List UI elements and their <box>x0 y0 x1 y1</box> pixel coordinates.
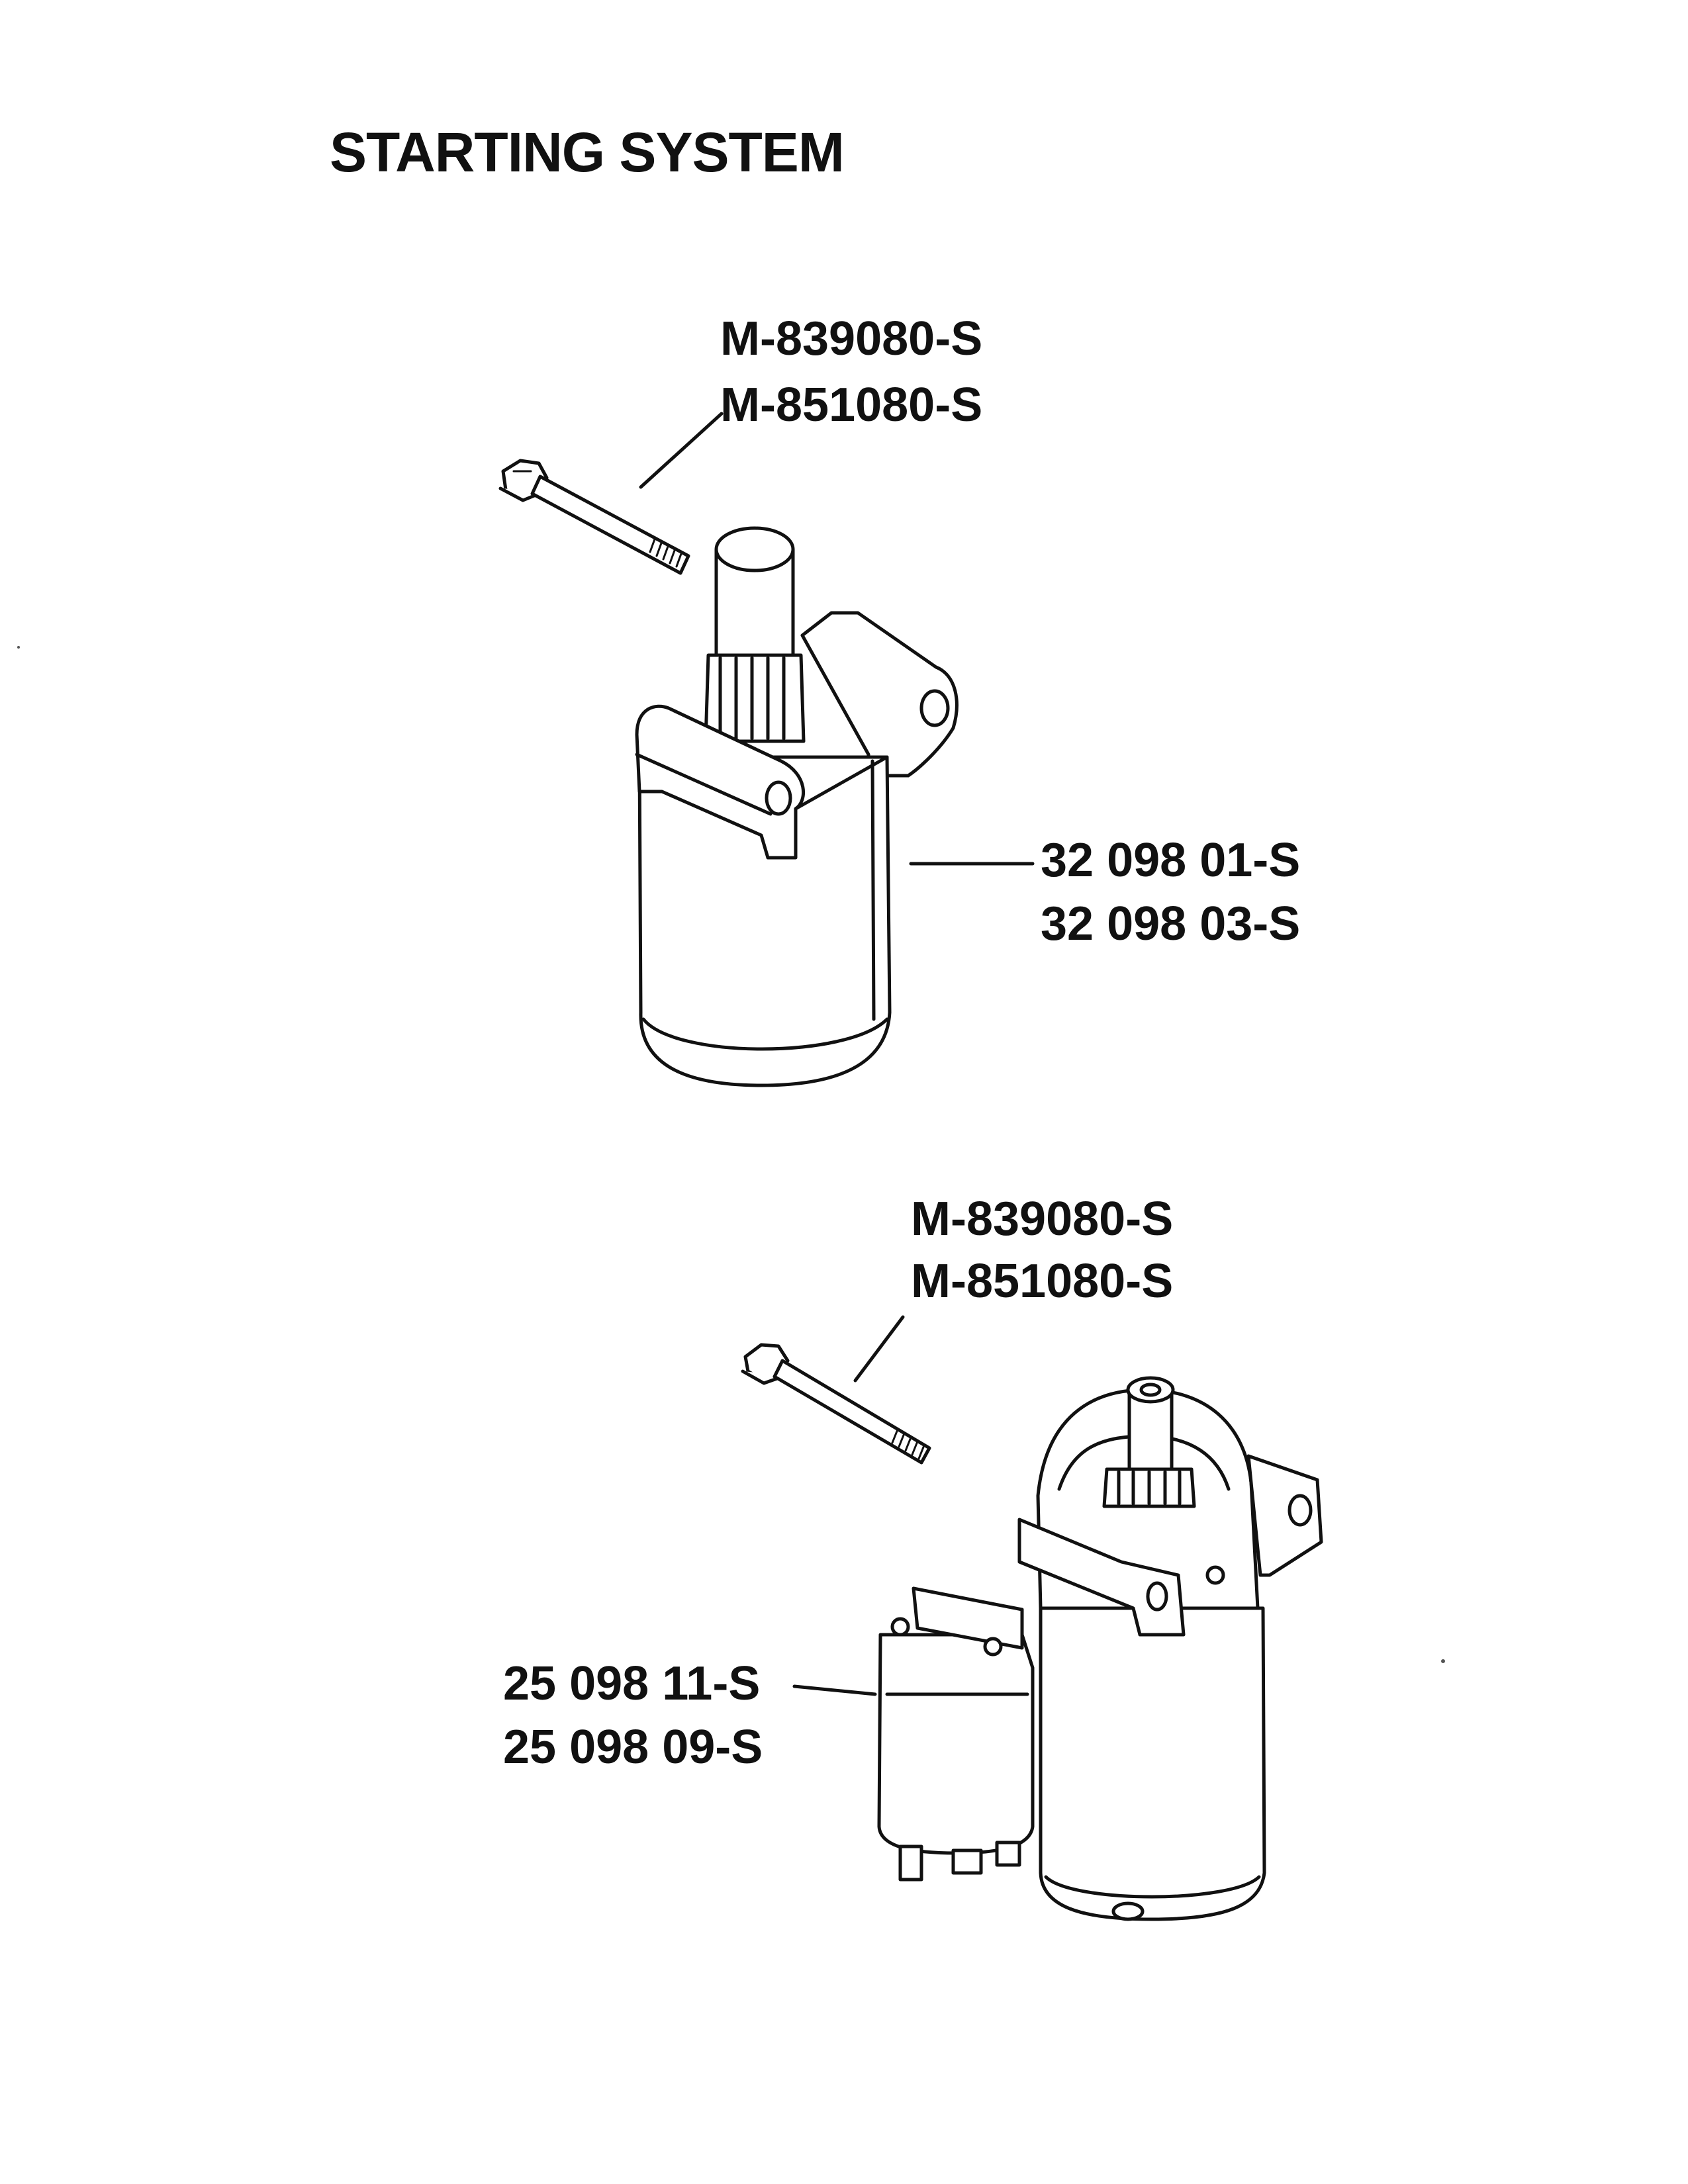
upper-bolt-part-1: M-839080-S <box>720 312 983 365</box>
scan-speck <box>1441 1659 1445 1663</box>
lower-solenoid-part-2: 25 098 09-S <box>503 1721 763 1774</box>
lower-bolt-part-1: M-839080-S <box>911 1193 1174 1246</box>
upper-starter-motor <box>635 526 959 1087</box>
upper-starter-part-2: 32 098 03-S <box>1041 897 1301 950</box>
upper-bolt-part-2: M-851080-S <box>720 379 983 432</box>
page-title: STARTING SYSTEM <box>330 121 845 183</box>
upper-bolt-leader <box>639 412 724 489</box>
lower-solenoid-leader <box>792 1684 877 1696</box>
lower-bolt-part-2: M-851080-S <box>911 1255 1174 1308</box>
scan-speck <box>17 646 20 649</box>
lower-bolt <box>741 1343 931 1465</box>
lower-starter-motor <box>877 1376 1323 1921</box>
upper-bolt <box>498 459 690 575</box>
lower-bolt-leader <box>853 1315 905 1383</box>
lower-solenoid-part-1: 25 098 11-S <box>503 1657 761 1710</box>
upper-starter-part-1: 32 098 01-S <box>1041 834 1301 887</box>
